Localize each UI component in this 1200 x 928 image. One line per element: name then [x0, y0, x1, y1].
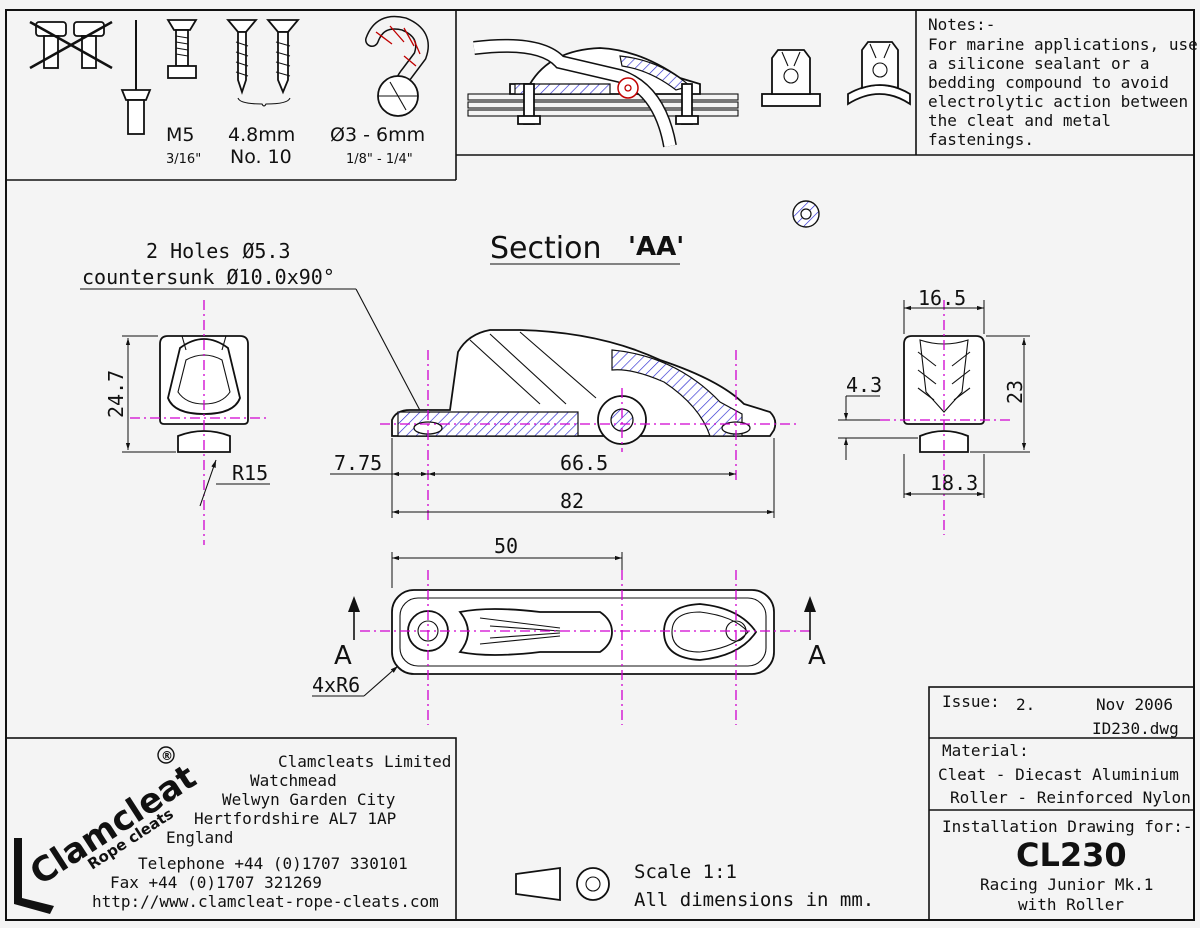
company-line-1: Clamcleats Limited — [278, 752, 451, 771]
install-for-label: Installation Drawing for:- — [942, 817, 1192, 836]
logo-registered-mark: ® — [161, 749, 173, 763]
issue-label: Issue: — [942, 692, 1000, 711]
part-number: CL230 — [1016, 836, 1127, 874]
material-roller: Roller - Reinforced Nylon — [950, 788, 1191, 807]
offset-label: 7.75 — [334, 451, 382, 475]
end-view-flat-icon — [761, 49, 821, 107]
install-panel — [467, 38, 911, 148]
section-label: 'AA' — [628, 232, 684, 262]
section-mark-left: A — [334, 641, 352, 671]
screw-number-label: No. 10 — [230, 146, 292, 168]
section-title: Section 'AA' — [490, 231, 684, 266]
title-block: Issue: 2. Nov 2006 ID230.dwg Material: C… — [928, 686, 1195, 921]
company-line-4: Hertfordshire AL7 1AP — [194, 809, 396, 828]
screw-icon — [226, 19, 300, 107]
side-small-label: 4.3 — [846, 373, 882, 397]
hole-callout: 2 Holes Ø5.3 countersunk Ø10.0x90° — [80, 239, 425, 419]
file-name: ID230.dwg — [1092, 719, 1179, 738]
fastener-panel: M5 3/16" 4.8mm No. 10 Ø3 - 6mm 1/8" - 1/… — [29, 15, 429, 168]
rope-imperial-label: 1/8" - 1/4" — [346, 152, 413, 167]
notes-panel: Notes:- For marine applications, use a s… — [928, 15, 1198, 149]
corner-radius-label: 4xR6 — [312, 673, 360, 697]
hole-spacing-label: 66.5 — [560, 451, 608, 475]
company-phone: Telephone +44 (0)1707 330101 — [138, 854, 408, 873]
issue-date: Nov 2006 — [1096, 695, 1173, 714]
part-description-1: Racing Junior Mk.1 — [980, 875, 1153, 894]
company-line-5: England — [166, 828, 233, 847]
projection-symbol-icon — [515, 866, 561, 902]
crossed-bolts-icon — [29, 20, 113, 70]
notes-heading: Notes:- — [928, 15, 995, 34]
units-label: All dimensions in mm. — [634, 889, 874, 911]
part-description-2: with Roller — [1018, 895, 1124, 914]
radius-label: R15 — [232, 461, 268, 485]
material-cleat: Cleat - Diecast Aluminium — [938, 765, 1179, 784]
right-end-view: 16.5 23 4.3 18.3 — [838, 286, 1030, 535]
top-width-label: 16.5 — [918, 286, 966, 310]
notes-line-2: a silicone sealant or a — [928, 54, 1150, 73]
left-end-view: 24.7 R15 — [104, 300, 270, 545]
holes-label: 2 Holes Ø5.3 — [146, 239, 291, 263]
company-website: http://www.clamcleat-rope-cleats.com — [92, 892, 439, 911]
end-view-curved-icon — [847, 41, 911, 106]
m5-imperial-label: 3/16" — [166, 152, 201, 167]
base-width-label: 18.3 — [930, 471, 978, 495]
notes-line-4: electrolytic action between — [928, 92, 1188, 111]
notes-line-5: the cleat and metal — [928, 111, 1111, 130]
company-line-3: Welwyn Garden City — [222, 790, 396, 809]
height-left-label: 24.7 — [104, 370, 128, 418]
plan-length-label: 50 — [494, 534, 518, 558]
company-fax: Fax +44 (0)1707 321269 — [110, 873, 322, 892]
plan-view: 50 4xR6 A A — [312, 534, 826, 725]
overall-length-label: 82 — [560, 489, 584, 513]
side-height-label: 23 — [1003, 380, 1027, 404]
notes-line-1: For marine applications, use — [928, 35, 1198, 54]
notes-line-3: bedding compound to avoid — [928, 73, 1169, 92]
rope-icon — [365, 15, 429, 117]
section-aa-view: 7.75 66.5 82 — [330, 329, 800, 520]
scale-note: Scale 1:1 All dimensions in mm. — [515, 861, 874, 911]
m5-label: M5 — [166, 124, 194, 146]
rope-diameter-label: Ø3 - 6mm — [330, 124, 425, 146]
section-mark-right: A — [808, 641, 826, 671]
scale-label: Scale 1:1 — [634, 861, 737, 883]
company-line-2: Watchmead — [250, 771, 337, 790]
section-word: Section — [490, 231, 601, 266]
rivet-icon — [120, 20, 152, 135]
notes-line-6: fastenings. — [928, 130, 1034, 149]
material-symbol-icon — [792, 200, 820, 228]
material-label: Material: — [942, 741, 1029, 760]
issue-value: 2. — [1016, 695, 1035, 714]
screw-size-label: 4.8mm — [228, 124, 295, 146]
bolt-icon — [166, 19, 198, 79]
countersunk-label: countersunk Ø10.0x90° — [82, 265, 335, 289]
